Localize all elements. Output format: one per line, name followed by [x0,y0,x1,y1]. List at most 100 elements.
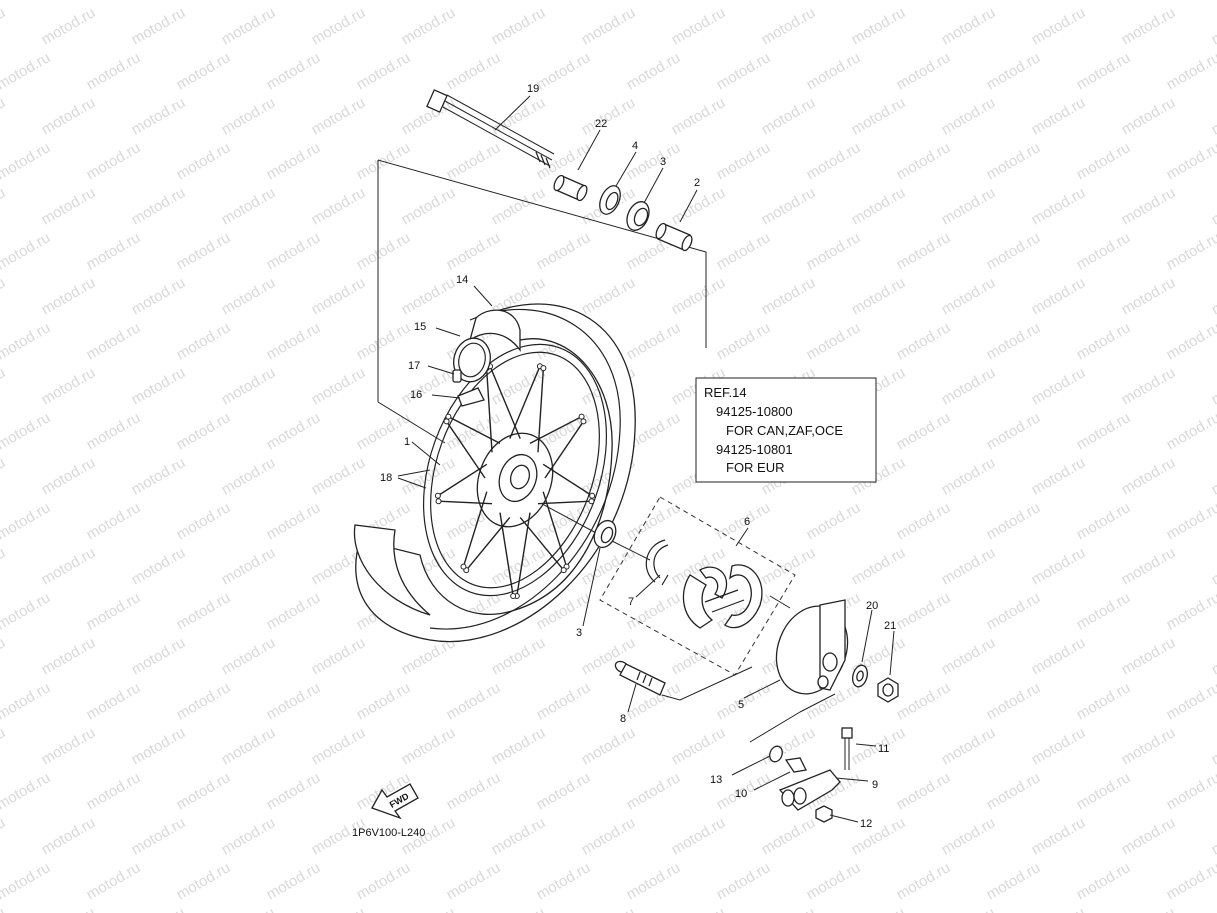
spokes [434,363,596,599]
callout-20: 20 [866,600,878,612]
watermark-text: motod.ru [1029,274,1089,318]
watermark-text: motod.ru [1209,904,1217,913]
callout-9: 9 [872,779,878,791]
callout-14: 14 [456,274,468,286]
callout-7: 7 [628,596,634,608]
watermark-text: motod.ru [759,274,819,318]
watermark-text: motod.ru [399,724,459,768]
watermark-text: motod.ru [849,814,909,858]
watermark-text: motod.ru [444,859,504,903]
watermark-text: motod.ru [939,184,999,228]
watermark-text: motod.ru [804,139,864,183]
spoke [542,491,568,567]
watermark-text: motod.ru [984,589,1044,633]
watermark-text: motod.ru [579,274,639,318]
callout-17: 17 [408,360,420,372]
watermark-text: motod.ru [804,499,864,543]
watermark-text: motod.ru [0,364,8,408]
watermark-text: motod.ru [354,229,414,273]
watermark-text: motod.ru [264,679,324,723]
watermark-text: motod.ru [1209,544,1217,588]
watermark-text: motod.ru [39,634,99,678]
camshaft-lever [778,769,841,811]
watermark-text: motod.ru [174,769,234,813]
watermark-text: motod.ru [1029,814,1089,858]
watermark-text: motod.ru [264,229,324,273]
callout-13: 13 [710,774,722,786]
watermark-text: motod.ru [1074,769,1134,813]
spoke-nipple [510,592,517,599]
watermark-text: motod.ru [309,274,369,318]
leader-lines [397,95,895,823]
watermark-text: motod.ru [1164,769,1217,813]
watermark-text: motod.ru [129,904,189,913]
watermark-text: motod.ru [1119,4,1179,48]
watermark-text: motod.ru [714,859,774,903]
watermark-text: motod.ru [894,49,954,93]
watermark-text: motod.ru [1029,544,1089,588]
brake-shoe-plate [769,595,849,695]
watermark-text: motod.ru [0,409,53,453]
watermark-text: motod.ru [309,904,369,913]
watermark-text: motod.ru [714,49,774,93]
diagram-code: 1P6V100-L240 [352,827,425,839]
watermark-text: motod.ru [624,0,684,3]
watermark-text: motod.ru [1164,0,1217,3]
watermark-text: motod.ru [219,724,279,768]
watermark-text: motod.ru [759,544,819,588]
reference-note-box: REF.14 94125-10800 FOR CAN,ZAF,OCE 94125… [695,377,877,483]
watermark-text: motod.ru [624,499,684,543]
watermark-text: motod.ru [894,229,954,273]
watermark-text: motod.ru [714,139,774,183]
watermark-text: motod.ru [1209,454,1217,498]
watermark-text: motod.ru [939,454,999,498]
ref-title: REF.14 [704,385,747,400]
watermark-text: motod.ru [804,229,864,273]
callout-3-lower: 3 [576,627,582,639]
watermark-text: motod.ru [1209,634,1217,678]
watermark-text: motod.ru [219,364,279,408]
oil-seal [599,185,621,215]
watermark-text: motod.ru [84,229,144,273]
watermark-text: motod.ru [669,94,729,138]
watermark-text: motod.ru [489,904,549,913]
watermark-text: motod.ru [984,229,1044,273]
watermark-text: motod.ru [1029,364,1089,408]
watermark-text: motod.ru [84,0,144,3]
assembly-frame [377,159,707,561]
watermark-text: motod.ru [939,364,999,408]
watermark-text: motod.ru [39,94,99,138]
watermark-text: motod.ru [1119,904,1179,913]
watermark-text: motod.ru [174,679,234,723]
watermark-text: motod.ru [399,274,459,318]
watermark-text: motod.ru [489,94,549,138]
watermark-text: motod.ru [939,544,999,588]
watermark-text: motod.ru [1209,184,1217,228]
watermark-text: motod.ru [1164,499,1217,543]
spoke-nipple [540,365,547,372]
watermark-text: motod.ru [939,724,999,768]
watermark-text: motod.ru [1029,724,1089,768]
watermark-text: motod.ru [129,274,189,318]
watermark-text: motod.ru [1074,859,1134,903]
watermark-text: motod.ru [444,0,504,3]
circlip [645,539,669,586]
watermark-text: motod.ru [264,409,324,453]
callout-15: 15 [414,321,426,333]
watermark-text: motod.ru [1074,319,1134,363]
watermark-text: motod.ru [354,679,414,723]
watermark-text: motod.ru [1209,364,1217,408]
watermark-text: motod.ru [39,184,99,228]
watermark-text: motod.ru [84,679,144,723]
forward-arrow-icon: FWD [371,783,419,820]
watermark-text: motod.ru [309,724,369,768]
watermark-text: motod.ru [84,319,144,363]
watermark-text: motod.ru [174,229,234,273]
watermark-text: motod.ru [1119,814,1179,858]
watermark-text: motod.ru [0,454,8,498]
watermark-text: motod.ru [0,859,53,903]
spoke [537,500,592,505]
watermark-text: motod.ru [1164,229,1217,273]
watermark-text: motod.ru [0,229,53,273]
